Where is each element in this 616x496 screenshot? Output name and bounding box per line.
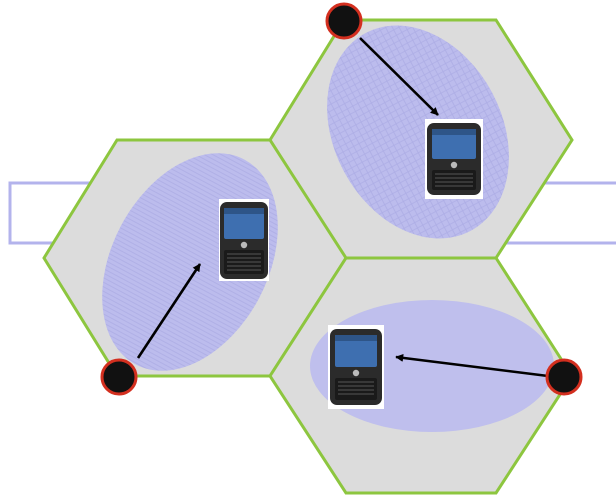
arrow-top [359, 37, 439, 116]
phones-layer [219, 119, 483, 409]
arrow-left [136, 263, 202, 359]
smartphone-icon [328, 325, 384, 409]
antenna-right [545, 358, 583, 396]
antennas-layer [100, 2, 583, 396]
arrow-right [395, 353, 549, 378]
smartphone-icon [219, 199, 269, 281]
phone-left [219, 199, 269, 281]
phone-bottom [328, 325, 384, 409]
links-layer [136, 37, 549, 378]
antenna-top [325, 2, 363, 40]
antenna-left [100, 358, 138, 396]
smartphone-icon [425, 119, 483, 199]
phone-top [425, 119, 483, 199]
